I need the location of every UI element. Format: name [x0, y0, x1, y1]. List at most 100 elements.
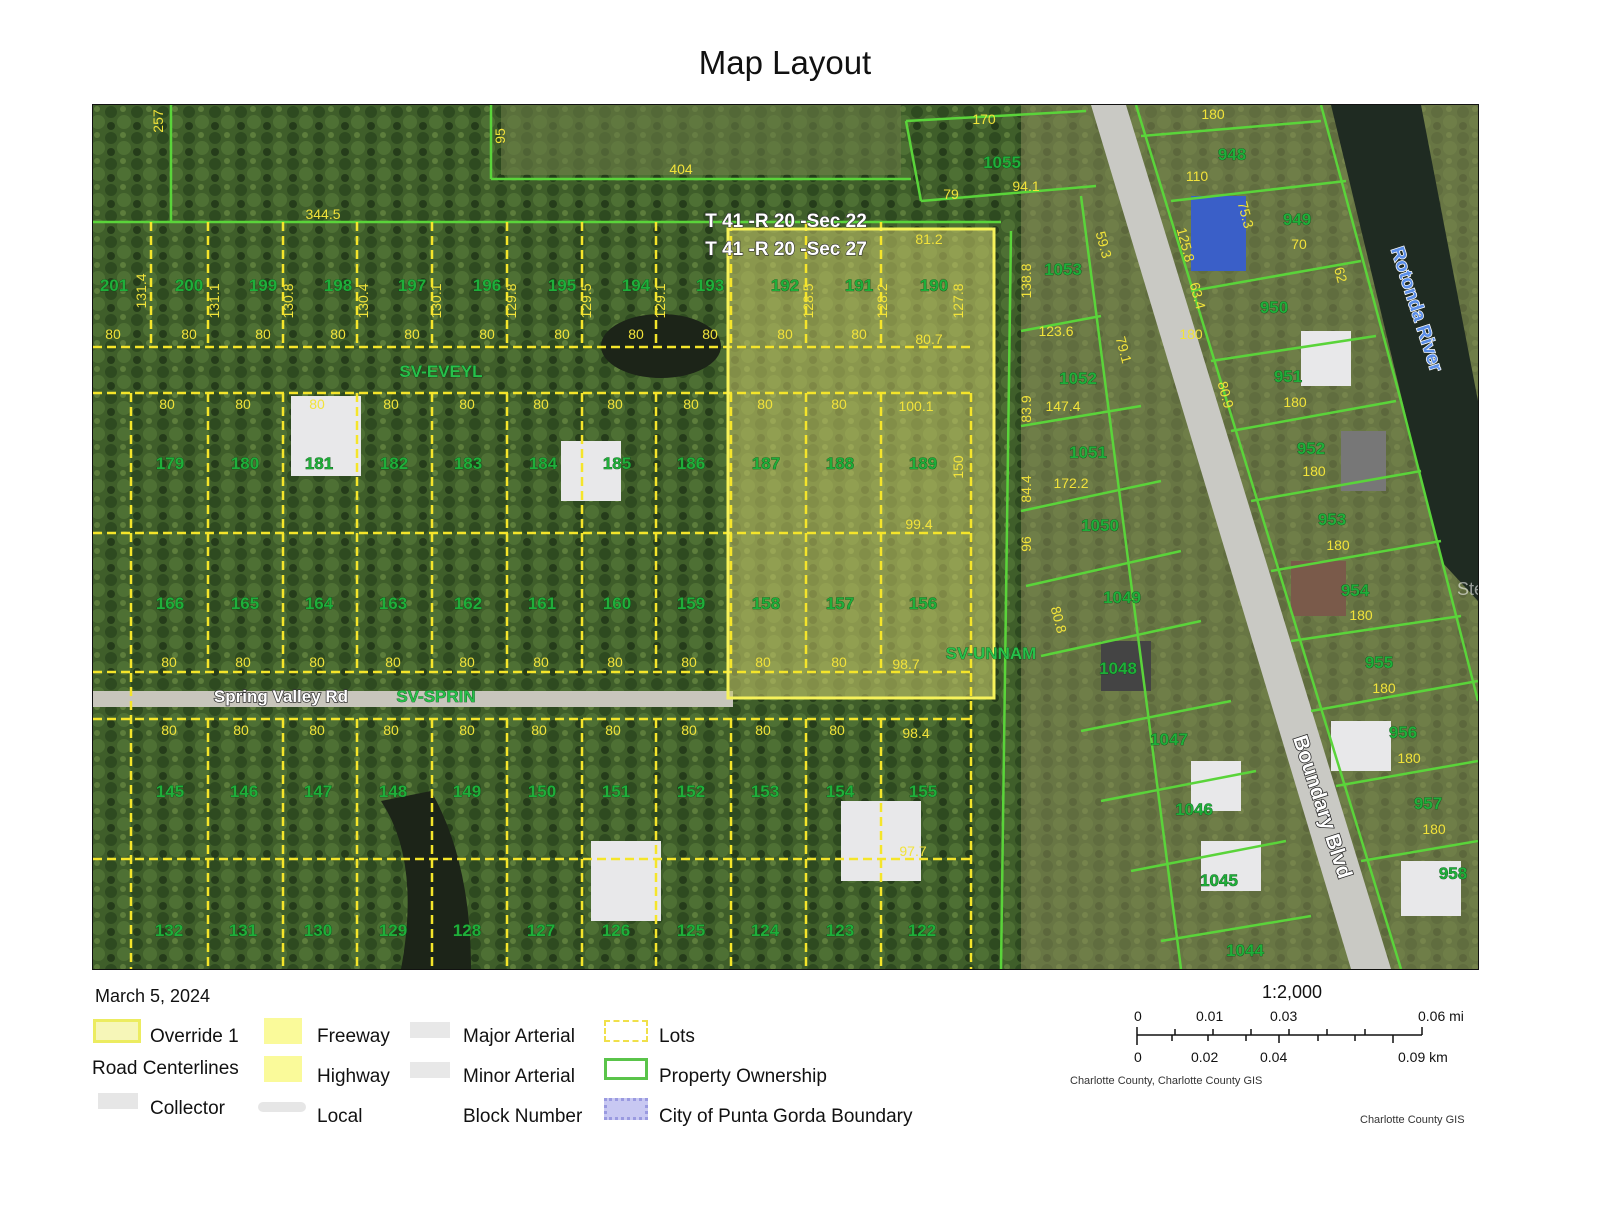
legend-property-ownership: Property Ownership [659, 1066, 827, 1087]
lot-number: 124 [751, 921, 780, 940]
lot-number: 146 [230, 782, 258, 801]
legend-collector: Collector [150, 1098, 225, 1119]
lot-number: 154 [826, 782, 855, 801]
lot-number: 195 [548, 276, 576, 295]
dimension-label: 80 [309, 722, 325, 738]
dimension-label: 83.9 [1018, 395, 1034, 422]
lot-number: 1044 [1226, 941, 1264, 960]
dimension-label: 80.8 [1048, 604, 1071, 635]
lot-number: 948 [1218, 145, 1246, 164]
lot-number: 122 [908, 921, 936, 940]
dimension-label: 129.1 [652, 283, 668, 318]
lot-number: 145 [156, 782, 184, 801]
legend-override: Override 1 [150, 1026, 239, 1047]
dimension-label: 344.5 [305, 206, 340, 222]
local-swatch [258, 1102, 306, 1112]
override-swatch [93, 1019, 141, 1043]
lot-number: 129 [379, 921, 407, 940]
dimension-label: 80 [181, 326, 197, 342]
dimension-label: 59.3 [1093, 229, 1116, 260]
lot-number: 123 [826, 921, 854, 940]
lot-number: 125 [677, 921, 705, 940]
lot-number: 1050 [1081, 516, 1119, 535]
dimension-label: 128.2 [874, 283, 890, 318]
dimension-label: 123.6 [1038, 323, 1073, 339]
lot-number: 166 [156, 594, 184, 613]
lot-number: 162 [454, 594, 482, 613]
lot-lines [93, 222, 973, 969]
dimension-label: 80 [161, 722, 177, 738]
dimension-label: 80 [681, 722, 697, 738]
dimension-label: 130.1 [428, 283, 444, 318]
dimension-label: 80 [683, 396, 699, 412]
lot-number: 194 [622, 276, 651, 295]
dimension-label: 180 [1326, 537, 1350, 553]
dimension-label: 63.4 [1187, 280, 1210, 311]
mi-tick-3: 0.06 mi [1418, 1008, 1464, 1024]
dimension-label: 80 [554, 326, 570, 342]
dimension-label: 80 [383, 722, 399, 738]
lot-number: 192 [771, 276, 799, 295]
ownership-swatch [604, 1058, 648, 1080]
dimension-label: 80 [404, 326, 420, 342]
lot-number: 128 [453, 921, 481, 940]
lot-number: 191 [845, 276, 873, 295]
lot-number: 952 [1297, 439, 1325, 458]
dimension-label: 180 [1349, 607, 1373, 623]
dimension-label: 80 [161, 654, 177, 670]
dimension-label: 180 [1283, 394, 1307, 410]
lot-number: 152 [677, 782, 705, 801]
lot-number: 954 [1341, 581, 1370, 600]
watermark: StellarMLS [1457, 579, 1478, 599]
dimension-label: 129.8 [503, 283, 519, 318]
dimension-label: 180 [1397, 750, 1421, 766]
scale-ratio: 1:2,000 [1262, 982, 1323, 1002]
dimension-label: 138.8 [1018, 263, 1034, 298]
dimension-label: 100.1 [898, 398, 933, 414]
lot-number: 1049 [1103, 588, 1141, 607]
dimension-label: 79 [943, 186, 959, 202]
dimension-label: 80 [628, 326, 644, 342]
lots-swatch [604, 1020, 648, 1042]
legend-lots: Lots [659, 1026, 695, 1047]
dimension-label: 131.1 [206, 283, 222, 318]
dimension-label: 99.4 [905, 516, 932, 532]
major-arterial-swatch [410, 1022, 450, 1038]
dimension-label: 98.4 [902, 725, 929, 741]
dimension-label: 150 [950, 455, 966, 479]
lot-number: 165 [231, 594, 259, 613]
lot-number: 186 [677, 454, 705, 473]
lot-number: 201 [100, 276, 128, 295]
lot-number: 126 [602, 921, 630, 940]
dimension-label: 180 [1302, 463, 1326, 479]
legend-road-centerlines: Road Centerlines [92, 1058, 239, 1079]
mi-tick-0: 0 [1134, 1008, 1142, 1024]
dimension-label: 80 [605, 722, 621, 738]
override-highlight[interactable] [726, 227, 996, 700]
dimension-label: 80 [309, 654, 325, 670]
lot-number: 955 [1365, 653, 1393, 672]
dimension-label: 80 [777, 326, 793, 342]
dimension-label: 80 [255, 326, 271, 342]
ownership-lines [93, 105, 1478, 969]
dimension-label: 80 [702, 326, 718, 342]
lot-number: 151 [602, 782, 630, 801]
lot-number: 956 [1389, 723, 1417, 742]
road-label-sv-eveyl: SV-EVEYL [399, 362, 482, 381]
lot-number: 148 [379, 782, 407, 801]
dimension-label: 80 [235, 396, 251, 412]
highway-swatch [264, 1056, 302, 1082]
dimension-label: 79.1 [1113, 334, 1136, 365]
km-tick-0: 0 [1134, 1049, 1142, 1065]
lot-number: 1046 [1175, 800, 1213, 819]
dimension-label: 110 [1186, 168, 1209, 184]
lot-number: 159 [677, 594, 705, 613]
dimension-label: 80 [309, 396, 325, 412]
lot-number: 1052 [1059, 369, 1097, 388]
dimension-label: 80 [105, 326, 121, 342]
lot-number: 957 [1414, 794, 1442, 813]
lot-number: 158 [752, 594, 780, 613]
lot-number: 188 [826, 454, 854, 473]
dimension-label: 80 [531, 722, 547, 738]
